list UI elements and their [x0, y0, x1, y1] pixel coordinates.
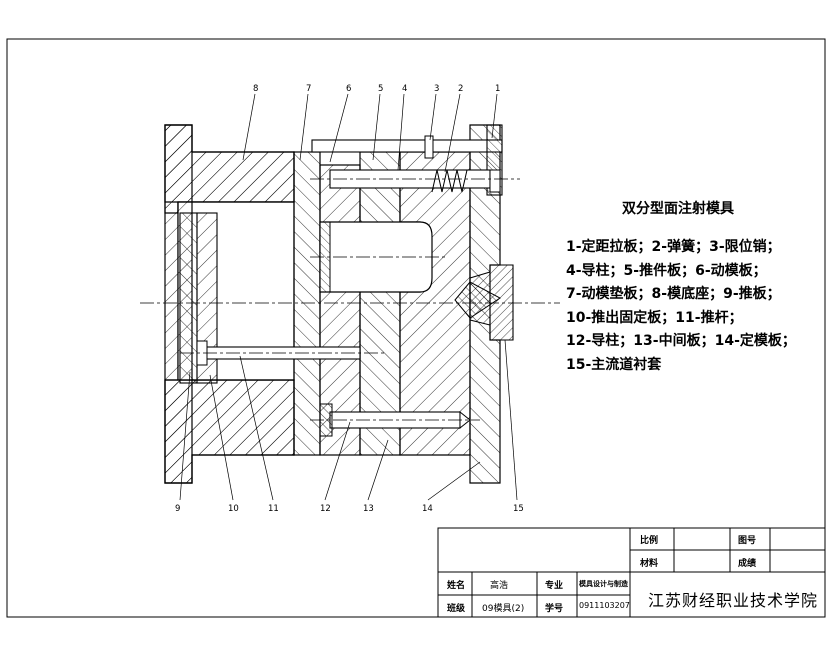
part-label-14: 14	[422, 504, 433, 514]
part-5-stripper-plate	[359, 151, 401, 456]
part-label-1: 1	[495, 84, 500, 94]
major-label: 专业	[545, 581, 564, 591]
part-label-9: 9	[175, 504, 180, 514]
part-label-6: 6	[346, 84, 351, 94]
major-value: 模具设计与制造	[579, 580, 628, 588]
student-no-value: 0911103207	[579, 601, 630, 610]
name-value: 高浩	[490, 581, 509, 591]
legend-line: 15-主流道衬套	[566, 356, 662, 373]
part-7-support-plate	[293, 151, 321, 456]
legend-line: 10-推出固定板；11-推杆；	[566, 309, 743, 326]
school-name: 江苏财经职业技术学院	[648, 591, 819, 610]
drawing-no-label: 图号	[738, 536, 757, 546]
part-12-guide-pillar	[329, 411, 461, 429]
part-label-7: 7	[306, 84, 311, 94]
part-numbers-top: 8 7 6 5 4 3 2 1	[253, 84, 500, 94]
part-9-ejector-plate	[179, 212, 198, 384]
legend-line: 12-导柱；13-中间板；14-定模板；	[566, 333, 796, 349]
part-label-2: 2	[458, 84, 463, 94]
part-label-11: 11	[268, 504, 279, 514]
name-label: 姓名	[447, 581, 466, 591]
material-label: 材料	[640, 559, 659, 569]
sheet-border	[6, 38, 826, 618]
scale-label: 比例	[640, 536, 659, 546]
part-label-4: 4	[402, 84, 407, 94]
sprue-channel	[454, 281, 501, 319]
drawing-title: 双分型面注射模具	[622, 201, 734, 217]
part-label-15: 15	[513, 504, 524, 514]
part-label-8: 8	[253, 84, 258, 94]
part-3-limit-pin	[424, 135, 434, 159]
legend-line: 7-动模垫板；8-模底座；9-推板；	[566, 286, 781, 302]
part-label-12: 12	[320, 504, 331, 514]
part-label-10: 10	[228, 504, 239, 514]
part-numbers-bottom: 9 10 11 12 13 14 15	[175, 504, 524, 514]
legend-line: 4-导柱；5-推件板；6-动模板；	[566, 262, 767, 279]
leader-lines	[179, 93, 518, 501]
part-label-13: 13	[363, 504, 374, 514]
part-label-5: 5	[378, 84, 383, 94]
part-1-distance-pull-plate	[311, 139, 503, 153]
class-label: 班级	[447, 604, 466, 614]
title-block-grid	[437, 527, 826, 618]
legend-line: 1-定距拉板；2-弹簧；3-限位销；	[566, 239, 781, 255]
guide-pillar-head	[489, 169, 501, 193]
parts-legend: 1-定距拉板；2-弹簧；3-限位销； 4-导柱；5-推件板；6-动模板； 7-动…	[566, 236, 796, 377]
part-2-spring	[431, 169, 468, 193]
student-no-label: 学号	[545, 604, 564, 614]
grade-label: 成绩	[738, 559, 757, 569]
center-lines	[140, 178, 560, 421]
class-value: 09模具(2)	[482, 604, 525, 614]
part-label-3: 3	[434, 84, 439, 94]
